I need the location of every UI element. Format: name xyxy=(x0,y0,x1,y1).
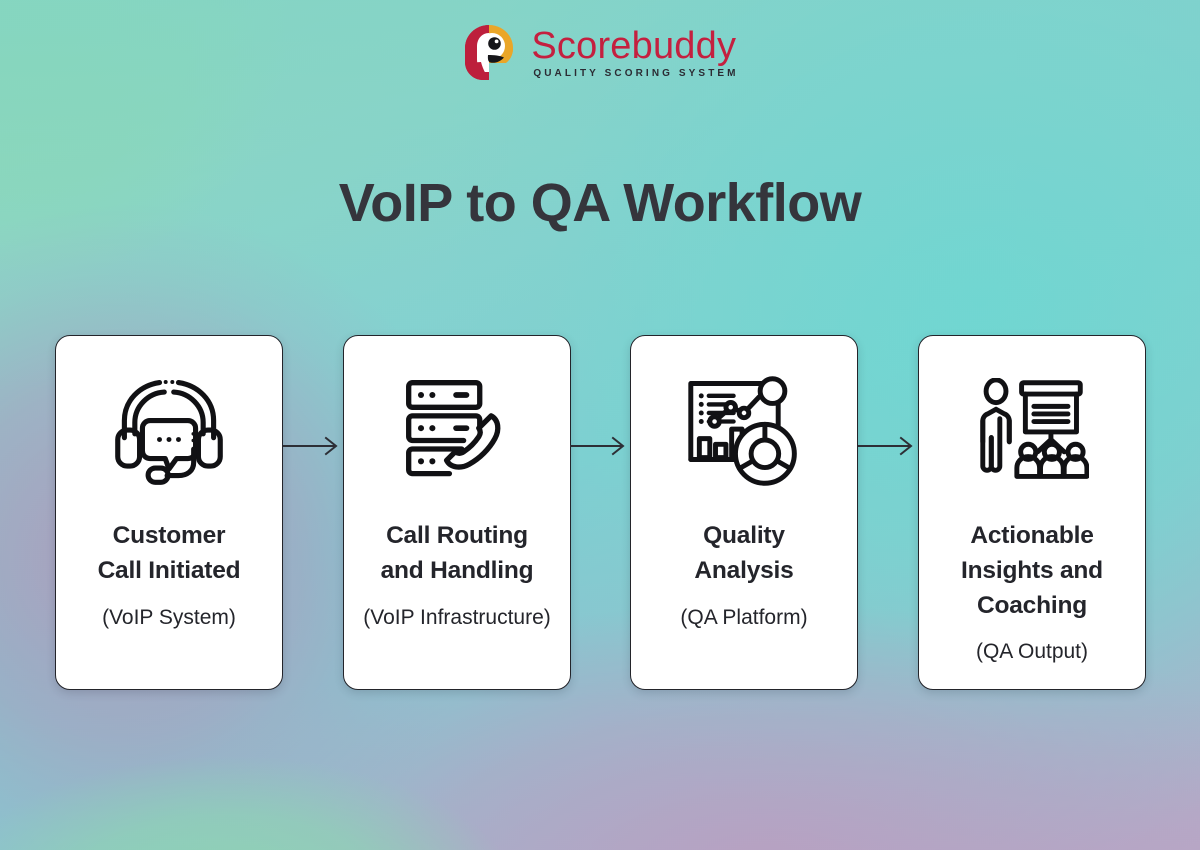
page-title: VoIP to QA Workflow xyxy=(338,173,862,234)
workflow-step-title-line-1: Actionable xyxy=(970,522,1094,549)
workflow-step-customer-call-initiated[interactable]: Customer Call Initiated (VoIP System) xyxy=(55,335,283,690)
workflow-steps: Customer Call Initiated (VoIP System) xyxy=(0,335,1200,695)
arrow-right-icon xyxy=(857,435,920,457)
workflow-step-title-line-3: Coaching xyxy=(976,591,1087,619)
workflow-step-title-line-1: Customer xyxy=(112,522,226,549)
workflow-step-title-line-2: Call Initiated xyxy=(97,556,241,584)
workflow-step-title-line-2: Insights and xyxy=(961,556,1103,584)
workflow-step-title: Actionable Insights and Coaching xyxy=(932,519,1132,623)
workflow-step-call-routing-and-handling[interactable]: Call Routing and Handling (VoIP Infrastr… xyxy=(343,335,571,690)
workflow-step-subtitle: (QA Output) xyxy=(975,640,1089,664)
workflow-step-subtitle: (QA Platform) xyxy=(680,605,808,629)
workflow-step-title-line-2: and Handling xyxy=(380,556,534,584)
workflow-step-title: Call Routing and Handling xyxy=(357,519,557,589)
workflow-step-actionable-insights-and-coaching[interactable]: Actionable Insights and Coaching (QA Out… xyxy=(918,335,1146,690)
arrow-right-icon xyxy=(282,435,345,457)
brand-wordmark: Scorebuddy xyxy=(531,25,737,67)
headset-support-icon xyxy=(112,368,226,493)
workflow-step-title-line-1: Call Routing xyxy=(386,522,528,549)
workflow-step-subtitle: (VoIP Infrastructure) xyxy=(363,605,551,629)
workflow-step-quality-analysis[interactable]: Quality Analysis (QA Platform) xyxy=(630,335,858,690)
server-phone-icon xyxy=(401,368,513,493)
workflow-step-title-line-1: Quality xyxy=(703,522,785,549)
workflow-step-title: Customer Call Initiated xyxy=(69,519,269,589)
brand-logo: Scorebuddy QUALITY SCORING SYSTEM xyxy=(0,22,1200,84)
parrot-head-icon xyxy=(461,22,517,84)
analytics-dashboard-icon xyxy=(685,368,803,493)
arrow-right-icon xyxy=(569,435,632,457)
workflow-step-subtitle: (VoIP System) xyxy=(102,605,236,629)
presentation-coaching-icon xyxy=(975,368,1089,493)
workflow-step-title: Quality Analysis xyxy=(644,519,844,589)
workflow-step-title-line-2: Analysis xyxy=(694,556,794,584)
brand-tagline: QUALITY SCORING SYSTEM xyxy=(533,68,739,79)
